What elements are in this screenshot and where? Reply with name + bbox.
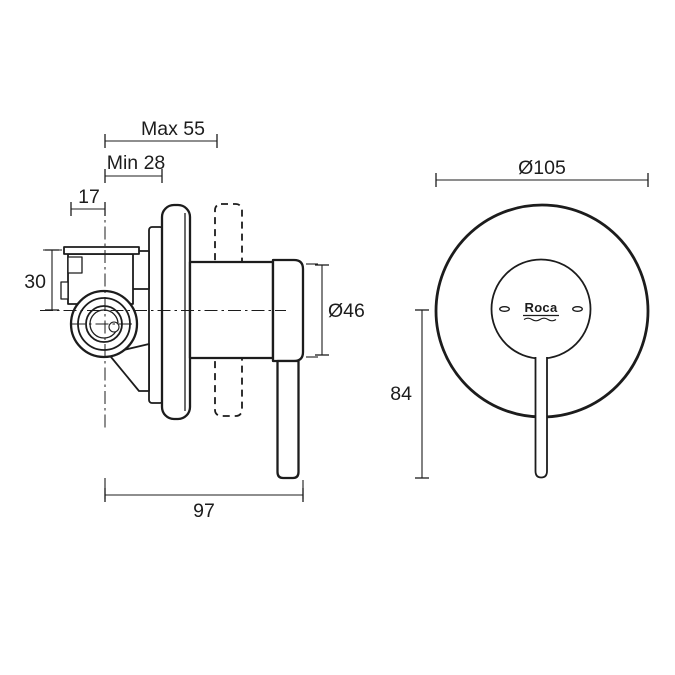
front-view: Roca Ø105 84 [390, 157, 650, 479]
handle-lever-side [276, 359, 300, 480]
escutcheon-side [160, 203, 192, 421]
dimension-lever-drop: 84 [390, 309, 429, 479]
brand-logo-text: Roca [525, 300, 558, 315]
hot-indicator-slot [572, 306, 583, 312]
handle-lever-front [534, 357, 548, 479]
cold-indicator-slot [499, 306, 510, 312]
dimension-max-depth: Max 55 [104, 118, 218, 148]
dim-label-max-depth: Max 55 [141, 118, 205, 140]
dim-label-plate-diameter: Ø105 [518, 157, 566, 179]
dimension-sleeve-diameter: Ø46 [306, 263, 365, 358]
dim-label-overall-depth: 97 [193, 500, 215, 522]
dim-label-lever-drop: 84 [390, 383, 412, 405]
brand-logo: Roca [523, 300, 559, 322]
dim-label-top-offset: 17 [78, 186, 100, 208]
dimension-top-offset: 17 [70, 186, 106, 216]
logo-wave [523, 317, 557, 322]
dim-label-min-depth: Min 28 [107, 152, 166, 174]
dimension-inlet-height: 30 [24, 249, 62, 311]
dim-label-sleeve-diameter: Ø46 [328, 300, 365, 322]
dimension-plate-diameter: Ø105 [435, 157, 649, 187]
dimension-overall-depth: 97 [104, 478, 304, 522]
centerlines [40, 203, 286, 430]
indicator-slots [499, 306, 583, 312]
side-view: Max 55 Min 28 17 30 [24, 118, 365, 522]
dim-label-inlet-height: 30 [24, 271, 46, 293]
dimension-min-depth: Min 28 [104, 152, 166, 183]
